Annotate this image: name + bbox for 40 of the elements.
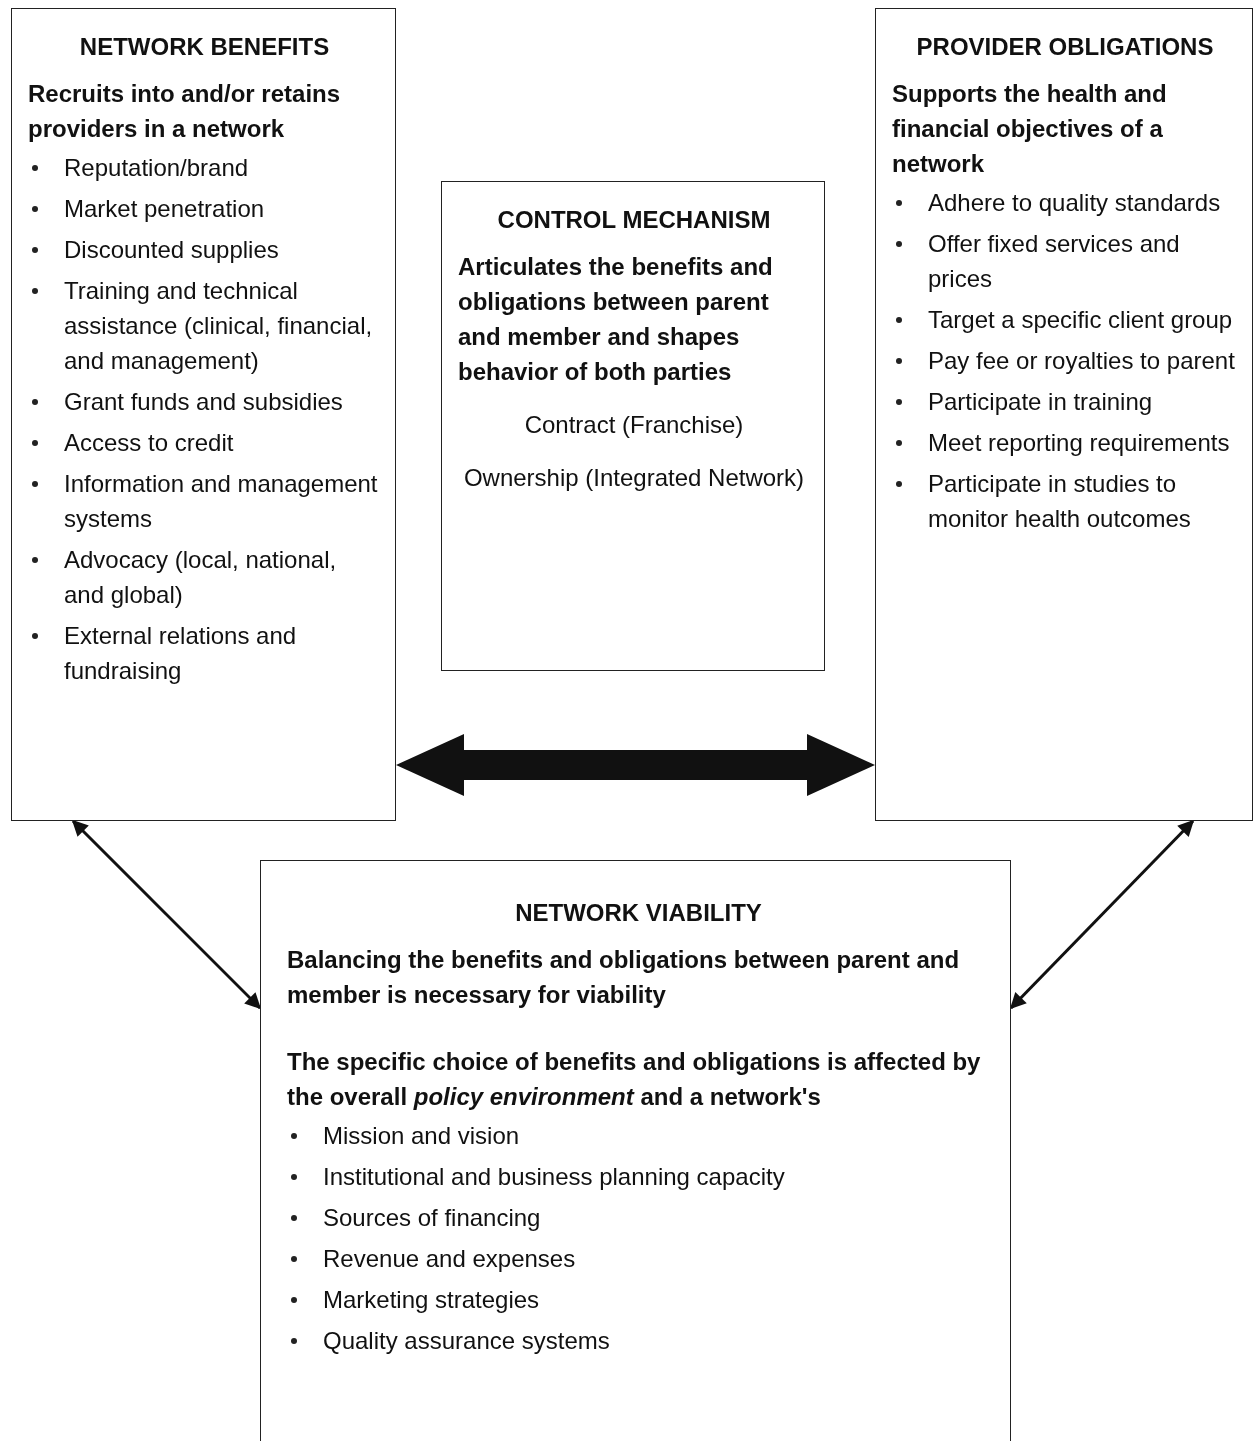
- bullet-text: Offer fixed services and prices: [928, 229, 1181, 294]
- mechanism-type: Ownership (Integrated Network): [462, 463, 806, 493]
- bullet-text: Participate in training: [928, 387, 1154, 417]
- bullet-text: External relations and fundraising: [64, 621, 298, 686]
- arrow: [71, 819, 262, 1010]
- bullet-text: Institutional and business planning capacity: [323, 1162, 786, 1192]
- text-box: [260, 860, 1011, 1441]
- text-box: [11, 8, 396, 821]
- bullet-text: Meet reporting requirements: [928, 428, 1231, 458]
- bullet-text: Market penetration: [64, 194, 266, 224]
- box-summary: Supports the health and financial objectives of a network: [892, 79, 1168, 179]
- box-heading: CONTROL MECHANISM: [496, 205, 772, 235]
- double-arrow: [396, 734, 875, 796]
- bullet-text: Reputation/brand: [64, 153, 250, 183]
- bullet-text: Training and technical assistance (clinical, financial, and management): [64, 276, 374, 376]
- bullet-text: Advocacy (local, national, and global): [64, 545, 338, 610]
- bullet-text: Target a specific client group: [928, 305, 1234, 335]
- bullet-text: Access to credit: [64, 428, 235, 458]
- bullet-text: Grant funds and subsidies: [64, 387, 344, 417]
- bullet-text: Revenue and expenses: [323, 1244, 577, 1274]
- bullet-text: Marketing strategies: [323, 1285, 541, 1315]
- arrow: [1009, 819, 1195, 1010]
- mechanism-type: Contract (Franchise): [523, 410, 745, 440]
- text-box: [875, 8, 1253, 821]
- bullet-text: Discounted supplies: [64, 235, 280, 265]
- text-box: [441, 181, 825, 671]
- bullet-text: Sources of financing: [323, 1203, 542, 1233]
- box-heading: PROVIDER OBLIGATIONS: [915, 32, 1215, 62]
- bullet-text: Quality assurance systems: [323, 1326, 611, 1356]
- bullet-text: Pay fee or royalties to parent: [928, 346, 1236, 376]
- box-summary: The specific choice of benefits and obligations is affected by the overall policy environment and a network's: [287, 1047, 982, 1112]
- box-summary: Balancing the benefits and obligations between parent and member is necessary for viability: [287, 945, 961, 1010]
- bullet-text: Participate in studies to monitor health outcomes: [928, 469, 1192, 534]
- box-heading: NETWORK VIABILITY: [514, 898, 763, 928]
- bullet-text: Mission and vision: [323, 1121, 521, 1151]
- box-summary: Recruits into and/or retains providers in a network: [28, 79, 342, 144]
- box-heading: NETWORK BENEFITS: [78, 32, 331, 62]
- box-summary: Articulates the benefits and obligations between parent and member and shapes behavior of both parties: [458, 252, 774, 387]
- bullet-text: Information and management systems: [64, 469, 379, 534]
- bullet-text: Adhere to quality standards: [928, 188, 1222, 218]
